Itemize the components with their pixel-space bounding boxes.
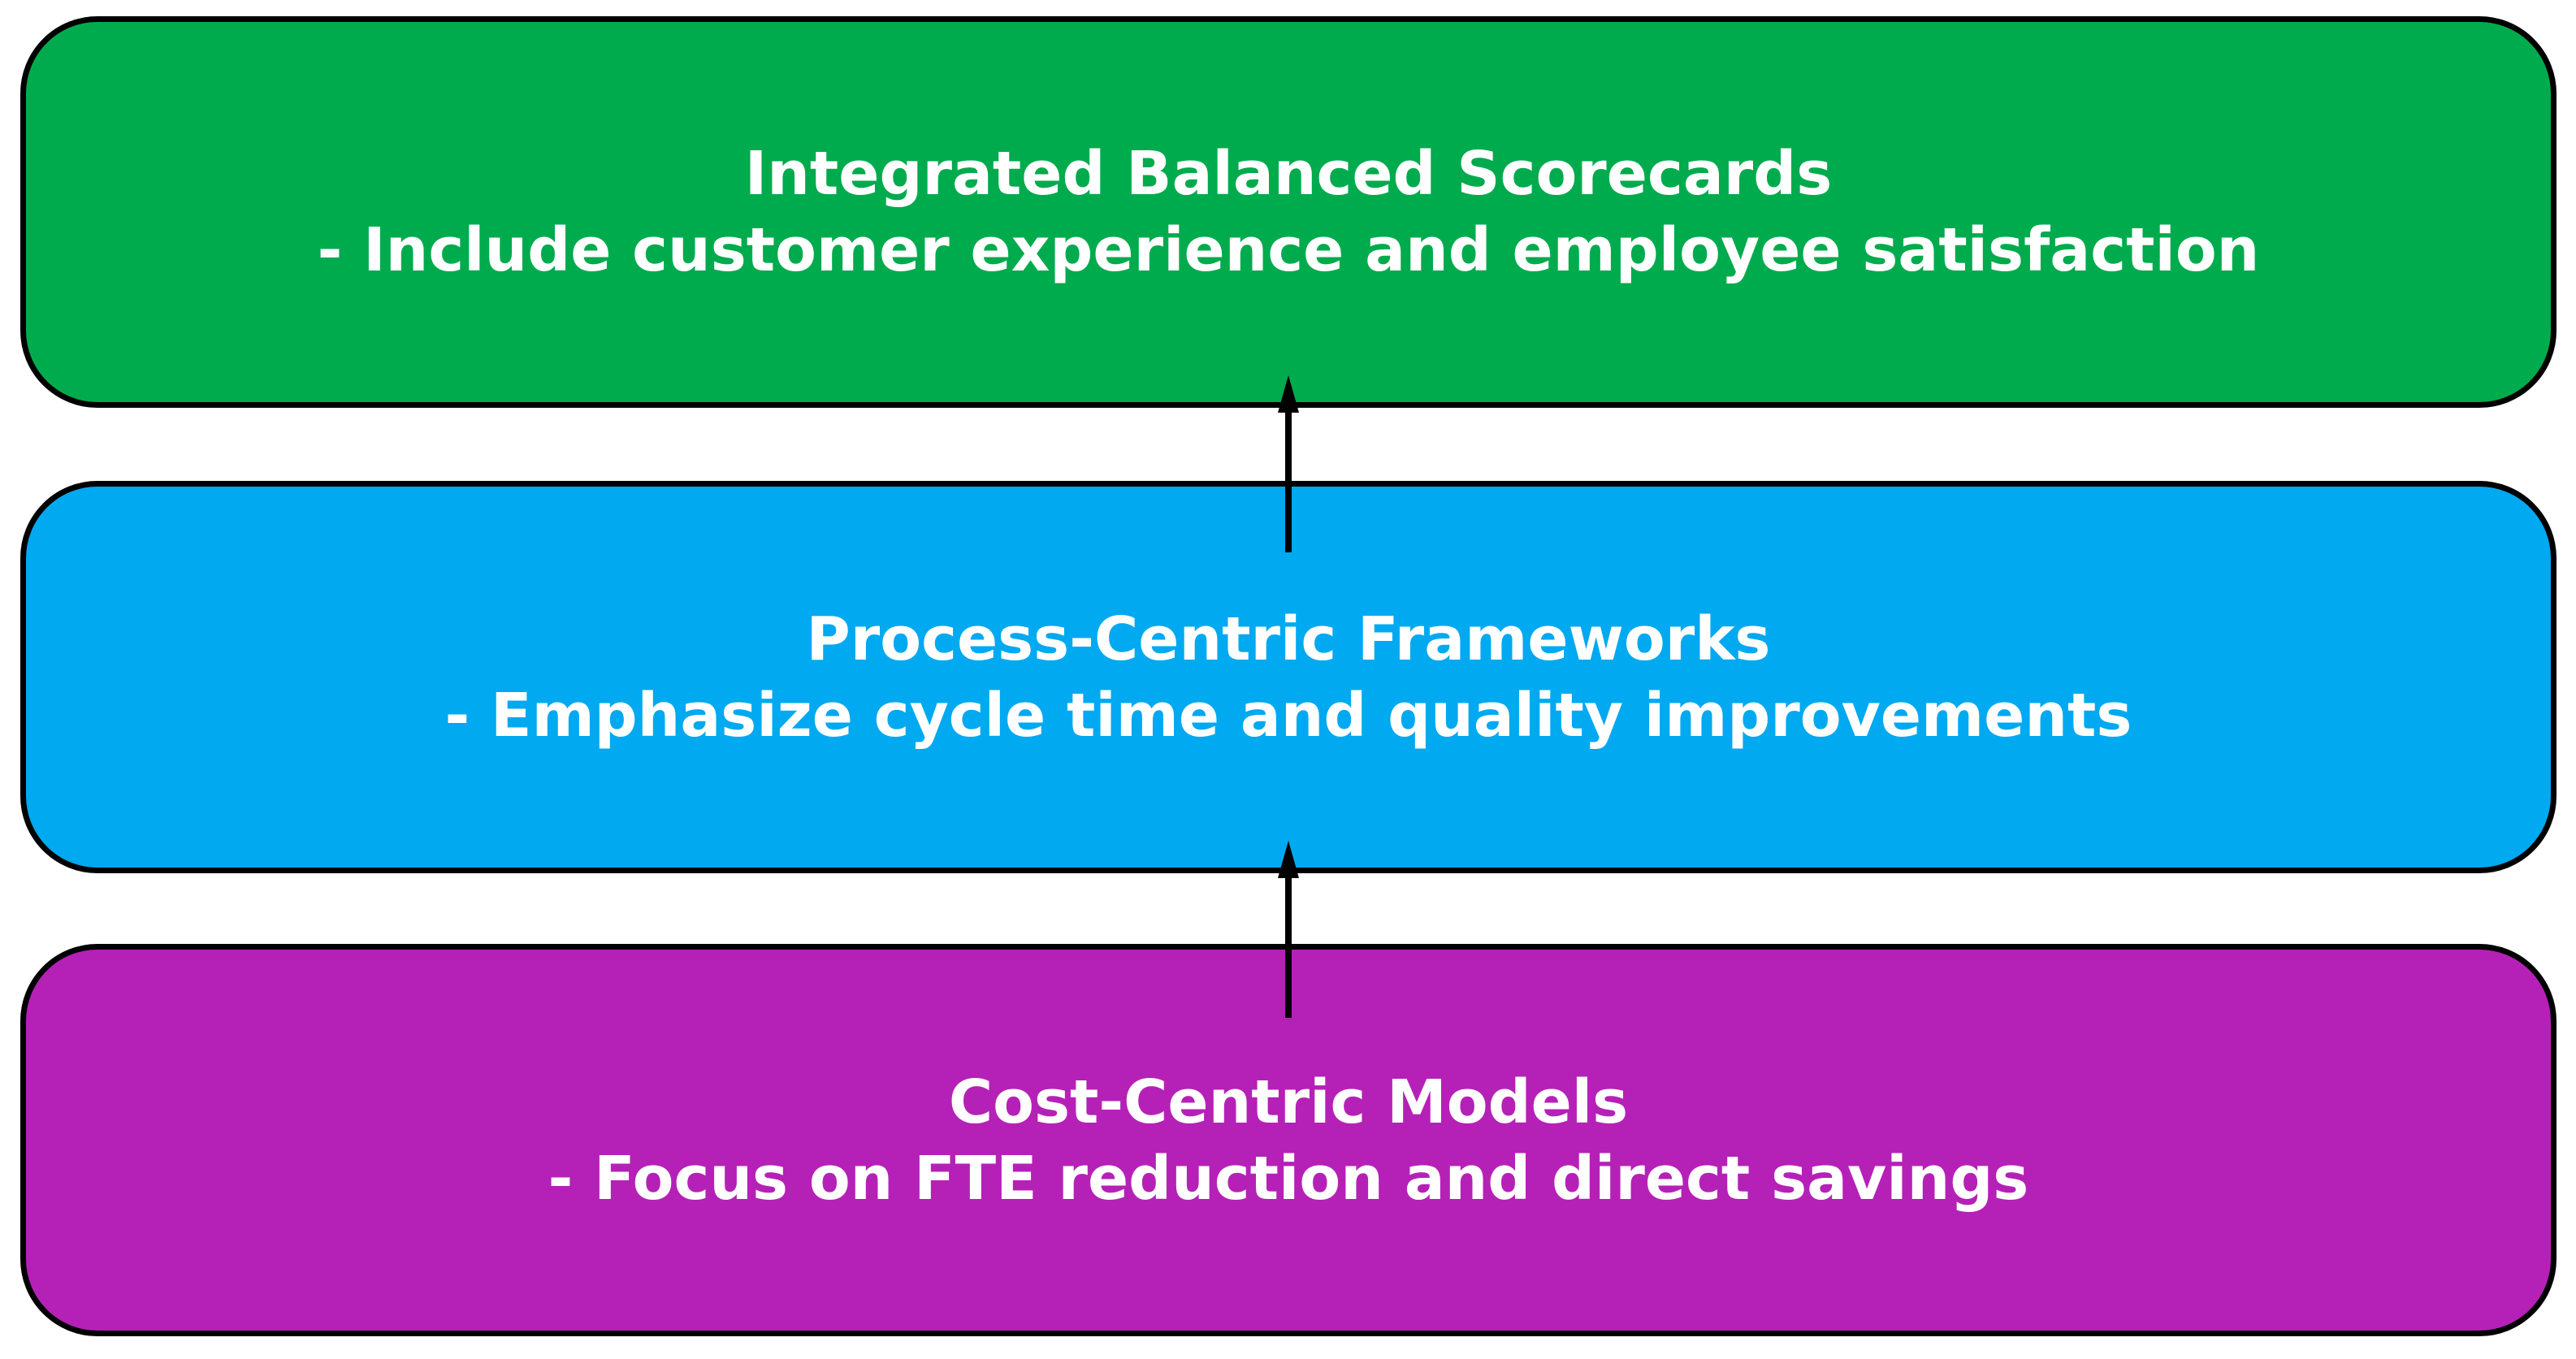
up-arrow-icon — [1278, 841, 1299, 1018]
box-subtitle: - Focus on FTE reduction and direct savi… — [548, 1143, 2029, 1214]
box-title: Integrated Balanced Scorecards — [744, 139, 1833, 209]
box-title: Cost-Centric Models — [948, 1067, 1629, 1137]
box-subtitle: - Emphasize cycle time and quality impro… — [444, 680, 2132, 751]
box-title: Process-Centric Frameworks — [806, 604, 1771, 674]
box-subtitle: - Include customer experience and employ… — [317, 215, 2260, 285]
box-integrated-balanced-scorecards: Integrated Balanced Scorecards - Include… — [20, 16, 2557, 408]
up-arrow-icon — [1278, 375, 1299, 552]
